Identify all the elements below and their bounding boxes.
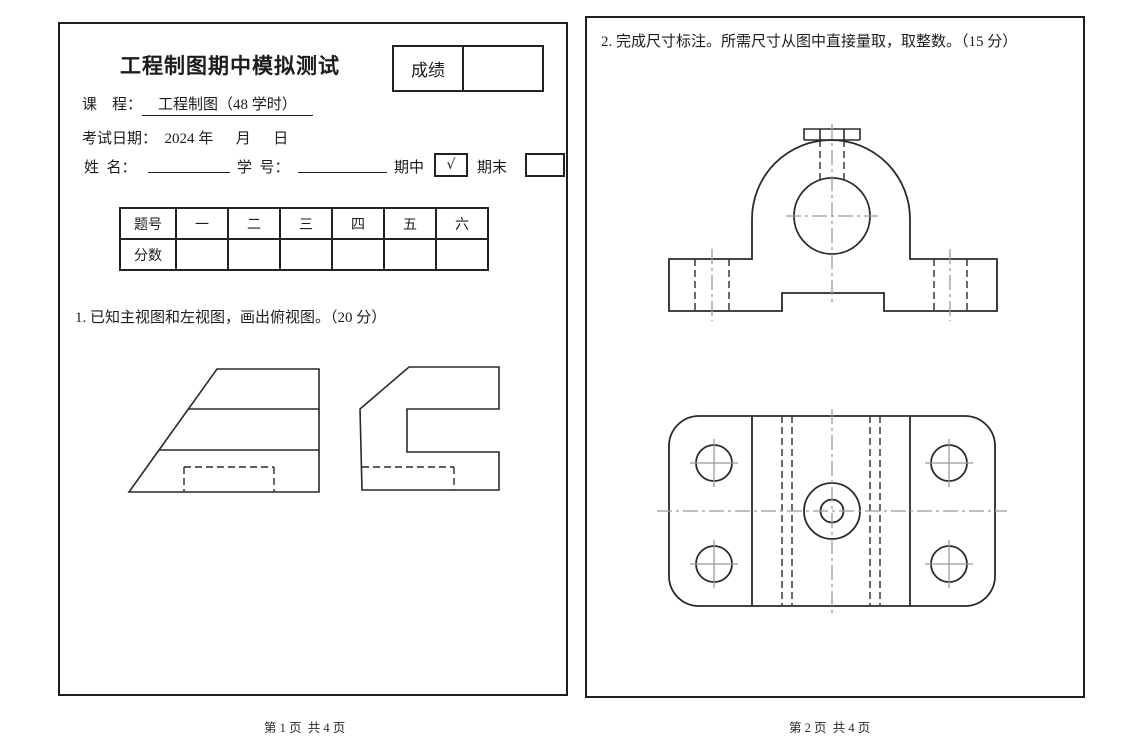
score-table-header: 五: [383, 207, 437, 240]
midterm-label: 期中: [394, 160, 425, 176]
course-label: 课 程：: [82, 97, 143, 113]
grade-label: 成绩: [394, 47, 464, 90]
score-cell: [227, 238, 281, 271]
exam-page-1: 工程制图期中模拟测试 成绩 课 程：工程制图（48 学时） 考试日期： 2024…: [58, 22, 568, 696]
course-line: 课 程：工程制图（48 学时）: [82, 93, 313, 116]
name-label: 姓 名：: [84, 160, 137, 176]
score-table: 题号 一 二 三 四 五 六 分数: [119, 207, 489, 271]
midterm-checkbox: √: [434, 153, 468, 177]
grade-box: 成绩: [392, 45, 544, 92]
score-cell: [435, 238, 489, 271]
score-table-header: 三: [279, 207, 333, 240]
final-checkbox: [525, 153, 565, 177]
score-table-header: 二: [227, 207, 281, 240]
score-table-header: 四: [331, 207, 385, 240]
score-table-header: 六: [435, 207, 489, 240]
score-table-header: 一: [175, 207, 229, 240]
page2-footer: 第 2 页 共 4 页: [789, 721, 871, 735]
exam-title: 工程制图期中模拟测试: [120, 54, 340, 78]
course-value: 工程制图（48 学时）: [142, 97, 313, 116]
name-line: 姓 名： 学 号： 期中 √ 期末: [60, 153, 566, 182]
student-id-underline: [298, 156, 387, 173]
score-cell: [279, 238, 333, 271]
exam-page-2: 2. 完成尺寸标注。所需尺寸从图中直接量取，取整数。（15 分）: [585, 16, 1085, 698]
score-cell: [175, 238, 229, 271]
student-id-label: 学 号：: [237, 160, 290, 176]
question2-top-view-drawing: [657, 409, 1007, 614]
score-table-score-row: 分数: [119, 238, 489, 271]
question2-front-view-drawing: [668, 124, 998, 321]
score-cell: [331, 238, 385, 271]
name-underline: [148, 156, 230, 173]
final-label: 期末: [477, 160, 508, 176]
exam-date-line: 考试日期： 2024 年 月 日: [82, 131, 289, 147]
front-view-drawing: [127, 368, 320, 493]
question2-drawings: [657, 124, 1007, 614]
question1-text: 1. 已知主视图和左视图，画出俯视图。（20 分）: [75, 310, 387, 326]
score-cell: [383, 238, 437, 271]
question1-views-drawing: [127, 366, 500, 493]
page1-footer: 第 1 页 共 4 页: [264, 721, 346, 735]
left-view-drawing: [359, 366, 500, 491]
score-row-label: 分数: [119, 238, 177, 271]
question2-text: 2. 完成尺寸标注。所需尺寸从图中直接量取，取整数。（15 分）: [601, 34, 1018, 50]
score-table-header: 题号: [119, 207, 177, 240]
grade-value-cell: [464, 47, 542, 90]
score-table-header-row: 题号 一 二 三 四 五 六: [119, 207, 489, 240]
